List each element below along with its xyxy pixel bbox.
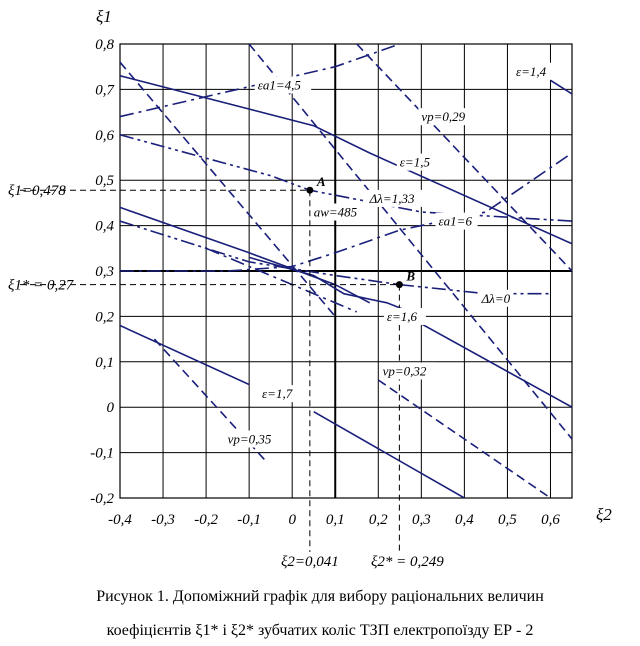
x-tick-label: 0,5 [498,512,517,528]
y-tick-label: -0,1 [90,446,114,462]
series-line-10 [120,61,336,317]
y-tick-label: 0,3 [95,264,114,280]
annotation-bg [396,153,439,171]
y-tick-label: 0 [107,400,115,416]
reference-lines: ξ1=0,478 ξ1* = 0,27 ξ2=0,041 ξ2* = 0,249 [8,183,444,570]
x-axis-label: ξ2 [596,505,612,524]
annotation-11: vp=0,35 [224,430,282,448]
x-tick-label: -0,2 [194,512,218,528]
series-line-0 [120,44,401,118]
annotation-text: vp=0,35 [228,432,272,447]
annotation-bg [478,289,514,307]
annotation-bg [366,189,424,207]
annotation-6: εa1=6 [435,212,478,230]
y-tick-label: 0,6 [95,128,114,144]
annotation-4: Δλ=1,33 [366,189,424,207]
caption-line-1: Рисунок 1. Допоміжний графік для вибору … [96,588,544,605]
annotation-1: ε=1,4 [513,62,556,80]
x-tick-label: -0,1 [237,512,261,528]
annotation-9: vp=0,32 [379,362,436,380]
x-tick-label: 0 [288,512,296,528]
annotation-bg [310,203,360,221]
x-tick-label: 0,2 [369,512,388,528]
annotation-bg [254,76,312,94]
point-label-B: B [405,269,415,284]
annotation-text: aw=485 [314,205,358,220]
annotation-bg [383,307,426,325]
annotation-text: ε=1,7 [262,386,293,401]
x-tick-label: 0,6 [541,512,560,528]
x-tick-label: 0,1 [326,512,345,528]
x-tick-label: 0,4 [455,512,474,528]
ref-label-y-B: ξ1* = 0,27 [8,278,75,294]
annotation-8: ε=1,6 [383,307,426,325]
ref-label-x-A: ξ2=0,041 [281,554,339,570]
chart: ξ1=0,478 ξ1* = 0,27 ξ2=0,041 ξ2* = 0,249 -0… [8,7,612,570]
annotation-text: εa1=4,5 [258,77,302,92]
series-line-9 [248,44,572,440]
series-line-2 [550,79,572,95]
annotation-text: Δλ=1,33 [369,191,415,206]
series-line-4 [120,206,371,304]
annotation-3: ε=1,5 [396,153,439,171]
annotation-bg [418,108,475,126]
x-tick-label: -0,4 [108,512,132,528]
x-tick-label: -0,3 [151,512,175,528]
caption-line-2: коефіцієнтів ξ1* і ξ2* зубчатих коліс ТЗ… [106,622,534,639]
series-line-7 [313,411,465,498]
y-axis-label: ξ1 [96,7,112,26]
annotation-bg [259,385,302,403]
annotation-0: εa1=4,5 [254,76,312,94]
y-tick-label: 0,1 [95,355,114,371]
y-tick-label: 0,5 [95,173,114,189]
annotation-text: ε=1,4 [516,64,547,79]
series-line-15 [248,256,422,318]
annotation-5: aw=485 [310,203,360,221]
annotation-text: ε=1,6 [387,309,418,324]
points: AB [306,174,415,289]
ref-label-y-A: ξ1=0,478 [8,183,66,199]
annotation-text: vp=0,32 [383,363,427,378]
annotation-text: ε=1,5 [400,155,431,170]
point-B [395,281,403,289]
series-line-8 [356,44,572,272]
point-label-A: A [316,174,326,189]
series-line-16 [205,247,358,313]
annotation-text: Δλ=0 [481,291,511,306]
annotation-2: vp=0,29 [418,108,475,126]
point-A [306,186,314,194]
series-line-3 [120,75,572,245]
annotation-bg [379,362,436,380]
y-tick-label: -0,2 [90,491,114,507]
y-tick-label: 0,8 [95,37,114,53]
annotation-bg [224,430,282,448]
ref-label-x-B: ξ2* = 0,249 [371,554,444,570]
y-tick-label: 0,7 [95,82,115,98]
annotation-bg [435,212,478,230]
series-line-6 [120,324,250,386]
y-tick-label: 0,2 [95,309,114,325]
series-line-1 [120,152,572,272]
x-tick-label: 0,3 [412,512,431,528]
annotation-bg [513,62,556,80]
series-line-5 [399,311,572,408]
annotation-7: Δλ=0 [478,289,514,307]
y-tick-label: 0,4 [95,219,114,235]
annotation-text: vp=0,29 [421,109,465,124]
ticks: -0,4 -0,3 -0,2 -0,1 0 0,1 0,2 0,3 0,4 0,5 0,6 -0,2 -… [90,7,612,528]
series-line-11 [377,379,551,498]
annotation-text: εa1=6 [439,214,473,229]
annotation-10: ε=1,7 [259,385,302,403]
annotations: εa1=4,5 ε=1,4 vp=0,29 ε=1,5Δλ=1,33 aw=485 εa1… [224,62,556,448]
